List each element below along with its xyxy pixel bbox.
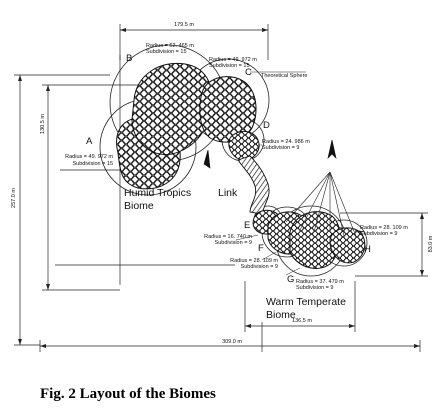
sphere-D-subdivision: Subdivision = 9 — [262, 145, 299, 151]
sphere-letter-B: B — [126, 53, 132, 64]
dim-top-width: 179.5 m — [174, 22, 194, 28]
sphere-B-subdivision: Subdivision = 15 — [146, 49, 187, 55]
humid-tropics-domes — [116, 62, 260, 190]
dim-total-width: 309.0 m — [222, 339, 242, 345]
sphere-C-radius: Radius = 49. 972 m — [209, 57, 257, 63]
warm-temperate-label-line1: Warm Temperate — [266, 296, 346, 308]
sphere-letter-D: D — [263, 120, 270, 131]
humid-tropics-label-line2: Biome — [124, 200, 154, 212]
link-tunnel — [237, 155, 270, 215]
sphere-letter-F: F — [258, 243, 264, 254]
sphere-B-radius: Radius = 62. 465 m — [146, 43, 194, 49]
sphere-H-radius: Radius = 28. 109 m — [360, 225, 408, 231]
sphere-F-radius: Radius = 28. 109 m — [230, 258, 278, 264]
sphere-H-subdivision: Subdivision = 9 — [360, 231, 397, 237]
dome-D — [228, 131, 260, 161]
leader-lines — [235, 71, 362, 276]
warm-temperate-label-line2: Biome — [266, 309, 296, 321]
sphere-E-subdivision: Subdivision = 9 — [215, 240, 252, 246]
link-label: Link — [218, 187, 238, 199]
warm-temperate-domes — [252, 209, 366, 269]
sphere-letter-E: E — [244, 220, 250, 231]
sphere-letter-H: H — [364, 244, 371, 255]
dim-right-height: 83.0 m — [428, 235, 434, 252]
humid-tropics-label-line1: Humid Tropics — [124, 187, 191, 199]
sphere-A-subdivision: Subdivision = 15 — [72, 161, 113, 167]
sphere-A-radius: Radius = 49. 972 m — [65, 154, 113, 160]
theoretical-sphere-label: Theoretical Sphere — [261, 73, 307, 79]
sphere-F-subdivision: Subdivision = 9 — [241, 264, 278, 270]
figure-caption: Fig. 2 Layout of the Biomes — [40, 386, 216, 402]
sphere-C-subdivision: Subdivision = 15 — [209, 63, 250, 69]
dome-C — [199, 76, 257, 143]
sphere-G-subdivision: Subdivision = 9 — [296, 285, 333, 291]
sphere-letter-C: C — [245, 67, 252, 78]
ray-lines — [285, 171, 357, 237]
dim-total-height: 257.0 m — [11, 188, 17, 208]
dome-H — [329, 227, 366, 264]
north-arrow-icon — [203, 139, 337, 169]
sphere-D-radius: Radius = 24. 986 m — [262, 139, 310, 145]
dimension-arrows — [18, 28, 424, 348]
sphere-G-radius: Radius = 37. 479 m — [296, 279, 344, 285]
sphere-E-radius: Radius = 16. 740 m — [204, 234, 252, 240]
sphere-letter-G: G — [287, 274, 294, 285]
dim-left-height: 130.5 m — [40, 114, 46, 134]
sphere-letter-A: A — [86, 136, 93, 147]
dim-warm-width: 136.5 m — [292, 318, 312, 324]
